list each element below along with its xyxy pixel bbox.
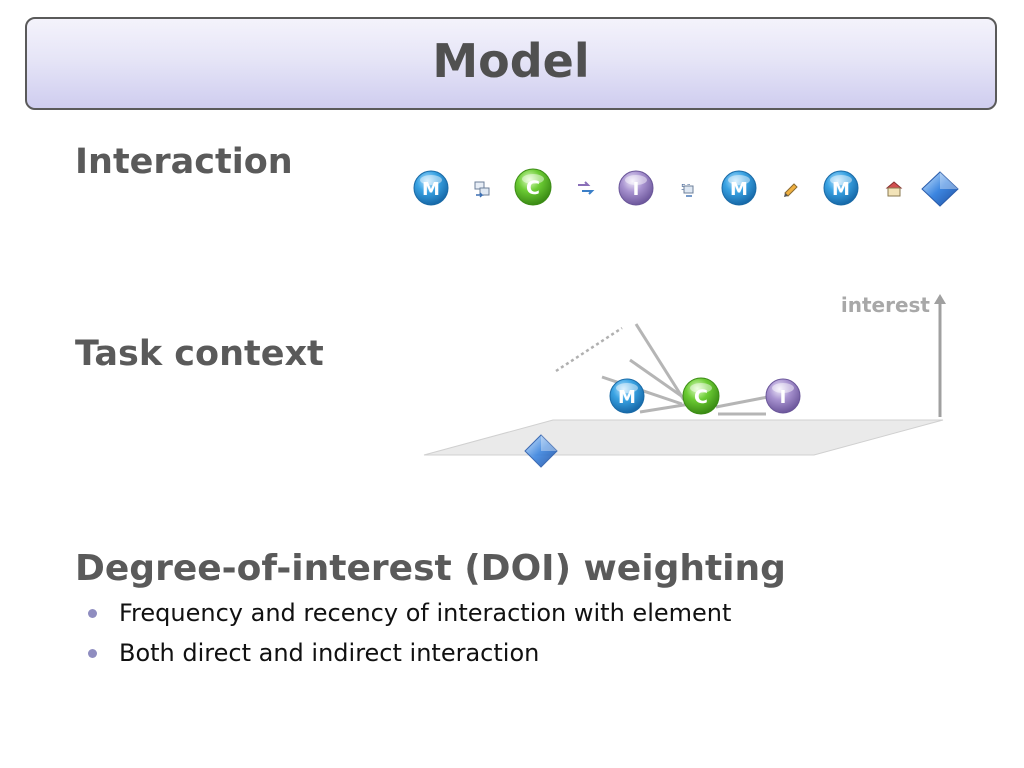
decayed-interest-line bbox=[555, 326, 623, 373]
title-bar: Model bbox=[25, 17, 997, 110]
bullet-dot-icon bbox=[88, 609, 97, 618]
svg-text:C: C bbox=[694, 386, 708, 408]
svg-text:M: M bbox=[618, 387, 636, 408]
class-element-icon: C bbox=[514, 168, 552, 206]
navigation-event-icon bbox=[578, 181, 595, 195]
interest-line bbox=[715, 395, 769, 409]
interest-line bbox=[639, 402, 691, 414]
svg-text:I: I bbox=[780, 387, 787, 408]
heading-interaction: Interaction bbox=[75, 142, 293, 182]
interest-axis-label: interest bbox=[841, 293, 931, 317]
interest-axis-arrow-icon bbox=[934, 294, 946, 304]
interface-element-icon: I bbox=[765, 378, 801, 414]
task-context-diagram: interest M C bbox=[423, 293, 946, 468]
bullet-text: Both direct and indirect interaction bbox=[119, 639, 540, 667]
method-element-icon: M bbox=[721, 170, 757, 206]
svg-text:C: C bbox=[526, 177, 540, 199]
interaction-sequence: M C I bbox=[413, 168, 959, 207]
selection-event-icon bbox=[474, 181, 490, 198]
svg-text:M: M bbox=[730, 179, 748, 200]
element-diamond-icon bbox=[921, 171, 959, 207]
interest-line bbox=[629, 358, 691, 404]
slide-title: Model bbox=[432, 34, 590, 88]
home-event-icon bbox=[885, 181, 903, 197]
search-event-icon: 5ñ bbox=[681, 183, 694, 197]
svg-text:M: M bbox=[832, 179, 850, 200]
method-element-icon: M bbox=[609, 378, 645, 414]
svg-text:M: M bbox=[422, 179, 440, 200]
method-element-icon: M bbox=[413, 170, 449, 206]
heading-doi-weighting: Degree-of-interest (DOI) weighting bbox=[75, 548, 786, 589]
interest-line bbox=[634, 323, 686, 401]
element-diamond-icon bbox=[524, 434, 558, 468]
class-element-icon: C bbox=[682, 377, 720, 415]
edit-event-icon bbox=[784, 183, 798, 197]
context-plane bbox=[423, 419, 944, 456]
interface-element-icon: I bbox=[618, 170, 654, 206]
heading-task-context: Task context bbox=[75, 334, 324, 374]
bullet-dot-icon bbox=[88, 649, 97, 658]
method-element-icon: M bbox=[823, 170, 859, 206]
svg-text:I: I bbox=[633, 179, 640, 200]
bullet-text: Frequency and recency of interaction wit… bbox=[119, 599, 732, 627]
